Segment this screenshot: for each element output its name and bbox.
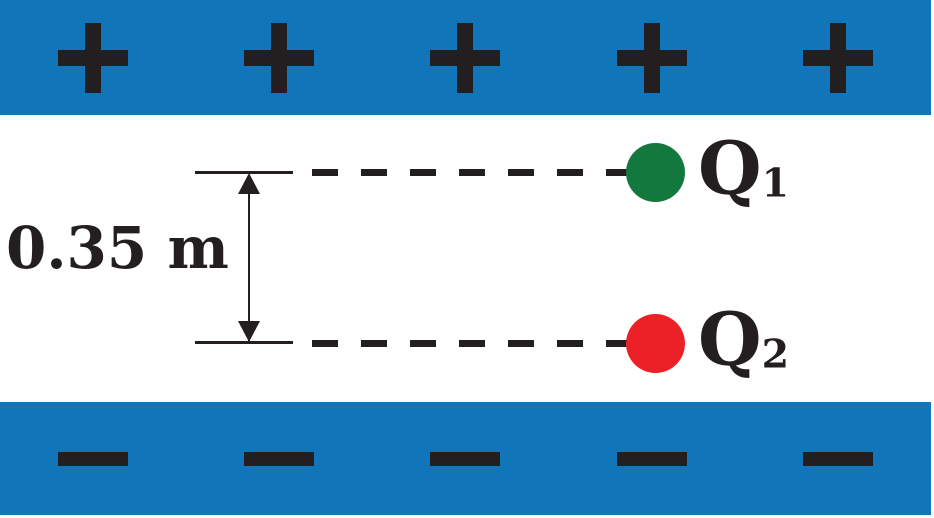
- plus-icon: [430, 22, 501, 93]
- dimension-tick-bottom: [195, 341, 293, 344]
- plus-icon: [802, 22, 873, 93]
- minus-icon: [616, 451, 687, 466]
- bottom-plate-negative: [0, 402, 931, 515]
- dimension-arrow-shaft: [248, 177, 250, 341]
- minus-icon: [58, 451, 129, 466]
- arrowhead-up-icon: [238, 173, 260, 194]
- minus-icon: [244, 451, 315, 466]
- distance-label: 0.35 m: [6, 214, 229, 282]
- plus-icon: [616, 22, 687, 93]
- minus-icon: [430, 451, 501, 466]
- charge-q2-symbol: Q: [698, 297, 762, 383]
- charge-q1-dot: [626, 143, 685, 202]
- q1-dashed-line: [312, 169, 634, 176]
- dimension-tick-top: [195, 171, 293, 174]
- minus-icon: [802, 451, 873, 466]
- charge-q1-subscript: 1: [761, 160, 790, 207]
- plus-icon: [58, 22, 129, 93]
- charge-q1-symbol: Q: [698, 126, 762, 212]
- charge-q2-subscript: 2: [761, 331, 790, 378]
- q2-dashed-line: [312, 340, 634, 347]
- plus-icon: [244, 22, 315, 93]
- arrowhead-down-icon: [238, 321, 260, 342]
- charge-q2-dot: [626, 314, 685, 373]
- charge-q2-label: Q2: [698, 304, 789, 377]
- charge-q1-label: Q1: [698, 133, 789, 206]
- top-plate-positive: [0, 0, 931, 115]
